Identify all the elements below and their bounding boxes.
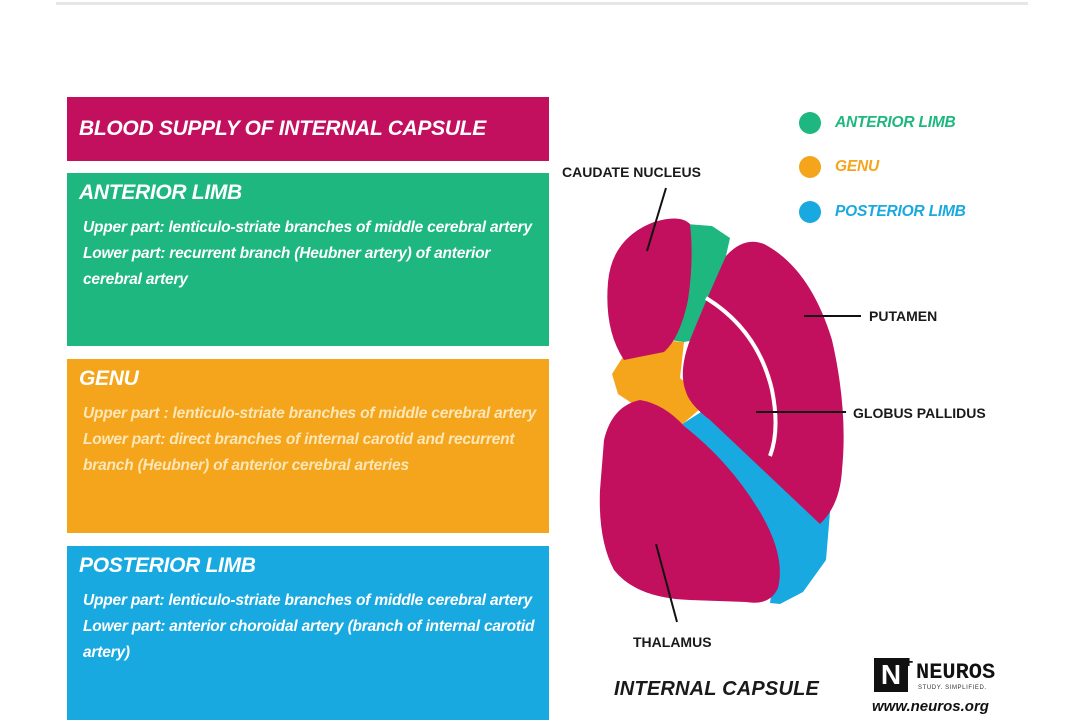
logo-tagline: STUDY. SIMPLIFIED.: [918, 685, 987, 691]
anterior-lower-text: Lower part: recurrent branch (Heubner ar…: [83, 245, 491, 288]
label-globus-pallidus: GLOBUS PALLIDUS: [853, 405, 986, 421]
top-divider: [56, 2, 1028, 5]
neuros-logo: N + NEUROS STUDY. SIMPLIFIED. www.neuros…: [872, 654, 1018, 720]
genu-box: GENU Upper part : lenticulo-striate bran…: [67, 359, 549, 533]
legend-item-genu: GENU: [799, 154, 879, 180]
logo-url: www.neuros.org: [872, 698, 989, 715]
legend-label-posterior: POSTERIOR LIMB: [835, 203, 966, 220]
logo-name: NEUROS: [916, 660, 996, 685]
legend-dot-genu: [799, 156, 821, 178]
anterior-limb-box: ANTERIOR LIMB Upper part: lenticulo-stri…: [67, 173, 549, 346]
label-caudate-nucleus: CAUDATE NUCLEUS: [562, 164, 701, 180]
posterior-limb-box: POSTERIOR LIMB Upper part: lenticulo-str…: [67, 546, 549, 720]
posterior-limb-heading: POSTERIOR LIMB: [79, 554, 256, 577]
anterior-limb-region: [670, 224, 730, 342]
legend-label-anterior: ANTERIOR LIMB: [835, 114, 956, 131]
label-thalamus: THALAMUS: [633, 634, 712, 650]
caudate-nucleus-region: [607, 218, 692, 360]
legend-item-posterior: POSTERIOR LIMB: [799, 199, 966, 225]
posterior-lower-text: Lower part: anterior choroidal artery (b…: [83, 618, 535, 661]
anterior-upper-text: Upper part: lenticulo-striate branches o…: [83, 219, 532, 236]
label-putamen: PUTAMEN: [869, 308, 938, 324]
genu-heading: GENU: [79, 367, 139, 390]
caudate-pointer-line: [646, 187, 667, 252]
page-title: BLOOD SUPPLY OF INTERNAL CAPSULE: [79, 117, 486, 140]
logo-mark: N: [874, 658, 908, 692]
legend-item-anterior: ANTERIOR LIMB: [799, 110, 956, 136]
genu-lower-text: Lower part: direct branches of internal …: [83, 431, 515, 474]
logo-plus: +: [904, 654, 914, 671]
globus-pallidus-boundary: [704, 296, 778, 457]
legend-dot-anterior: [799, 112, 821, 134]
legend-label-genu: GENU: [835, 158, 879, 175]
thalamus-region: [599, 400, 780, 603]
diagram-caption: INTERNAL CAPSULE: [614, 678, 820, 700]
legend-dot-posterior: [799, 201, 821, 223]
anterior-limb-heading: ANTERIOR LIMB: [79, 181, 242, 204]
posterior-upper-text: Upper part: lenticulo-striate branches o…: [83, 592, 532, 609]
title-banner: BLOOD SUPPLY OF INTERNAL CAPSULE: [67, 97, 549, 161]
thalamus-pointer-line: [655, 543, 678, 623]
genu-upper-text: Upper part : lenticulo-striate branches …: [83, 405, 536, 422]
